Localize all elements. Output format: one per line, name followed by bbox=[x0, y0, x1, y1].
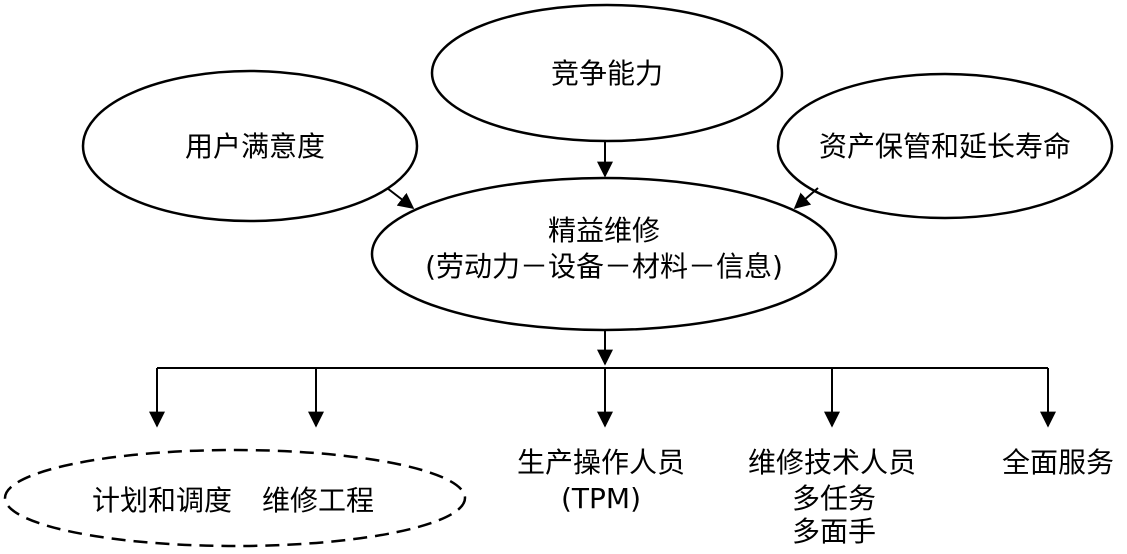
operators-label: 生产操作人员 bbox=[517, 446, 685, 479]
planning-label: 计划和调度 bbox=[92, 484, 232, 517]
technicians-multitask-label: 多任务 bbox=[792, 482, 876, 515]
lean-maintenance-title: 精益维修 bbox=[548, 214, 660, 247]
competitiveness-node bbox=[430, 3, 784, 143]
planning-engineering-group bbox=[3, 448, 467, 548]
arrow-satisfaction-to-center bbox=[386, 187, 415, 209]
asset-care-label: 资产保管和延长寿命 bbox=[819, 130, 1071, 163]
lean-maintenance-subtitle: (劳动力－设备－材料－信息) bbox=[425, 250, 783, 283]
operators-tpm-label: (TPM) bbox=[561, 482, 641, 515]
arrow-asset-care-to-center bbox=[793, 187, 819, 210]
asset-care-node bbox=[776, 72, 1114, 220]
customer-satisfaction-label: 用户满意度 bbox=[185, 130, 325, 163]
full-service-label: 全面服务 bbox=[1002, 446, 1114, 479]
technicians-label: 维修技术人员 bbox=[748, 446, 916, 479]
competitiveness-label: 竞争能力 bbox=[551, 57, 663, 90]
technicians-multiskill-label: 多面手 bbox=[792, 515, 876, 548]
customer-satisfaction-node bbox=[81, 69, 419, 223]
engineering-label: 维修工程 bbox=[262, 484, 374, 517]
